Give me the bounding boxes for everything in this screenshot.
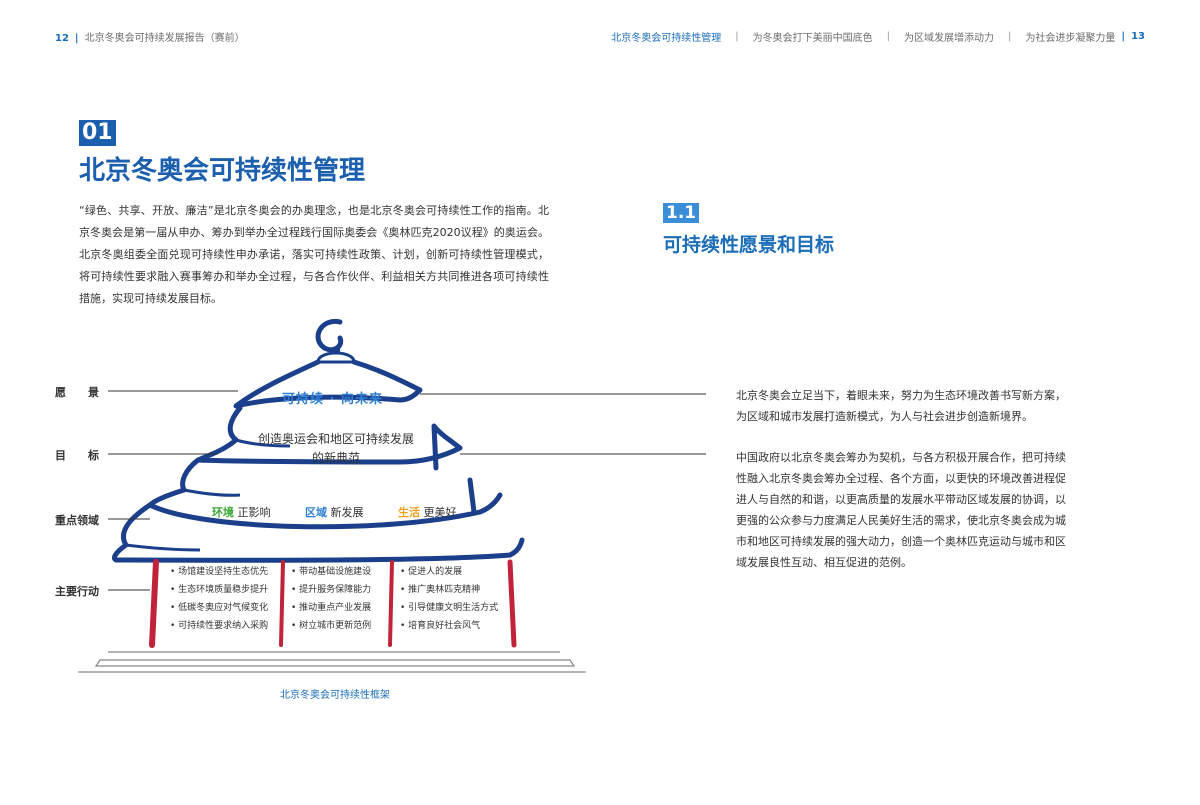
focus-key: 生活 (398, 506, 420, 519)
section-title: 北京冬奥会可持续性管理 (79, 156, 366, 186)
list-item: • 可持续性要求纳入采购 (170, 621, 269, 631)
actions-column-region: • 带动基础设施建设 • 提升服务保障能力 • 推动重点产业发展 • 树立城市更… (291, 563, 371, 635)
divider-bar: | (74, 33, 79, 44)
section-number: 01 (79, 120, 116, 146)
label-goal: 目 标 (55, 449, 99, 462)
nav-item-management[interactable]: 北京冬奥会可持续性管理 (611, 33, 722, 44)
list-item: • 推动重点产业发展 (291, 603, 372, 613)
nav-separator: | (1008, 31, 1012, 42)
finial-icon (315, 318, 356, 364)
focus-rest: 新发展 (327, 506, 364, 519)
list-item: • 促进人的发展 (400, 567, 463, 577)
goal-line-2: 的新典范 (311, 451, 360, 465)
platform-base (78, 651, 586, 673)
left-page-number: 12 (55, 33, 69, 44)
nav-item-regional-development[interactable]: 为区域发展增添动力 (904, 33, 995, 44)
goal-line-1: 创造奥运会和地区可持续发展 (257, 432, 414, 446)
goal-description: 中国政府以北京冬奥会筹办为契机，与各方积极开展合作，把可持续性融入北京冬奥会筹办… (736, 451, 1066, 569)
nav-separator: | (735, 31, 739, 42)
header-nav: 北京冬奥会可持续性管理 | 为冬奥会打下美丽中国底色 | 为区域发展增添动力 |… (611, 29, 1145, 44)
red-pillars (149, 559, 517, 648)
list-item: • 提升服务保障能力 (291, 585, 372, 595)
subsection-number: 1.1 (663, 203, 700, 223)
list-item: • 生态环境质量稳步提升 (170, 585, 269, 595)
section-intro: “绿色、共享、开放、廉洁”是北京冬奥会的办奥理念，也是北京冬奥会可持续性工作的指… (79, 204, 549, 305)
list-item: • 带动基础设施建设 (291, 567, 372, 577)
nav-item-social-progress[interactable]: 为社会进步凝聚力量 (1025, 33, 1116, 44)
label-actions: 主要行动 (55, 585, 99, 598)
divider-bar: | (1121, 31, 1126, 42)
header-left: 12 | 北京冬奥会可持续发展报告（赛前） (55, 29, 245, 44)
focus-region: 区域 新发展 (305, 504, 364, 520)
focus-key: 区域 (305, 506, 327, 519)
actions-column-life: • 促进人的发展 • 推广奥林匹克精神 • 引导健康文明生活方式 • 培育良好社… (400, 563, 498, 635)
list-item: • 场馆建设坚持生态优先 (170, 567, 269, 577)
list-item: • 低碳冬奥应对气候变化 (170, 603, 269, 613)
label-vision: 愿 景 (55, 386, 99, 399)
nav-item-beautiful-china[interactable]: 为冬奥会打下美丽中国底色 (752, 33, 873, 44)
actions-column-environment: • 场馆建设坚持生态优先 • 生态环境质量稳步提升 • 低碳冬奥应对气候变化 •… (170, 563, 268, 635)
label-focus: 重点领域 (55, 514, 99, 527)
focus-environment: 环境 正影响 (212, 504, 271, 520)
focus-rest: 更美好 (420, 506, 457, 519)
goal-statement: 创造奥运会和地区可持续发展 的新典范 (246, 430, 426, 468)
right-page-number: 13 (1131, 31, 1145, 42)
subsection-title: 可持续性愿景和目标 (663, 234, 835, 256)
figure-caption: 北京冬奥会可持续性框架 (280, 690, 390, 701)
report-title: 北京冬奥会可持续发展报告（赛前） (84, 33, 245, 44)
focus-key: 环境 (212, 506, 234, 519)
focus-rest: 正影响 (234, 506, 271, 519)
vision-description: 北京冬奥会立足当下，着眼未来，努力为生态环境改善书写新方案，为区域和城市发展打造… (736, 389, 1066, 423)
nav-separator: | (886, 31, 891, 42)
list-item: • 培育良好社会风气 (400, 621, 481, 631)
list-item: • 树立城市更新范例 (291, 621, 372, 631)
focus-life: 生活 更美好 (398, 504, 457, 520)
vision-slogan: 可持续 · 向未来 (282, 392, 383, 407)
list-item: • 引导健康文明生活方式 (400, 603, 499, 613)
list-item: • 推广奥林匹克精神 (400, 585, 481, 595)
